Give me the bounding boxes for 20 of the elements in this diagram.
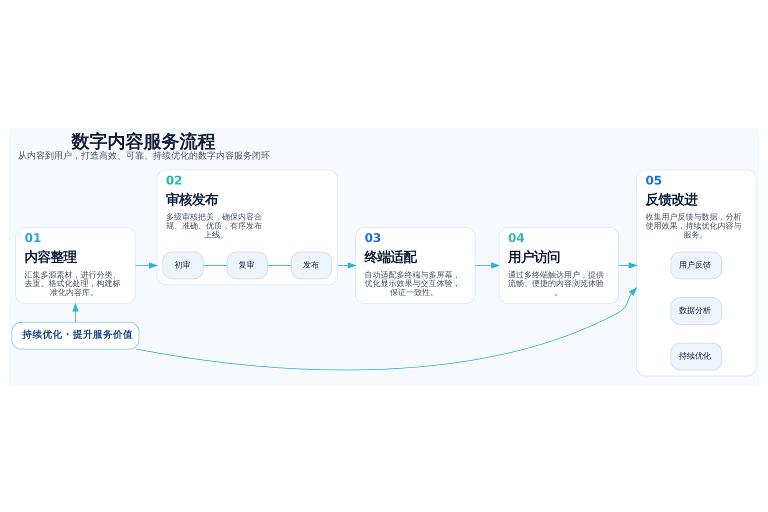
node-box: 04 用户访问 通过多终端触达用户，提供流畅、便捷的内容浏览体验。	[498, 226, 619, 304]
node-box: 复审	[226, 251, 268, 279]
node-box: 持续优化 · 提升服务价值	[12, 321, 140, 350]
node-box: 初审	[162, 251, 204, 279]
arrow	[618, 262, 638, 268]
connector	[267, 264, 292, 266]
connector	[202, 264, 228, 266]
arrow	[474, 262, 500, 268]
caption: 从内容到用户，打造高效、可靠、持续优化的数字内容服务闭环	[18, 150, 270, 161]
node-box: 持续优化	[670, 342, 722, 370]
diagram-title: 数字内容服务流程	[72, 131, 216, 152]
arrow	[135, 262, 158, 268]
node-box: 01 内容整理 汇集多源素材，进行分类、去重、格式化处理，构建标准化内容库。	[15, 226, 136, 304]
arrow	[337, 262, 357, 268]
node-box: 用户反馈	[670, 251, 722, 279]
node-box: 数据分析	[670, 296, 722, 324]
arrow	[72, 302, 79, 322]
node-box: 03 终端适配 自动适配多终端与多屏幕，优化显示效果与交互体验，保证一致性。	[355, 226, 476, 304]
node-box: 发布	[290, 251, 332, 279]
arrow	[136, 286, 638, 370]
